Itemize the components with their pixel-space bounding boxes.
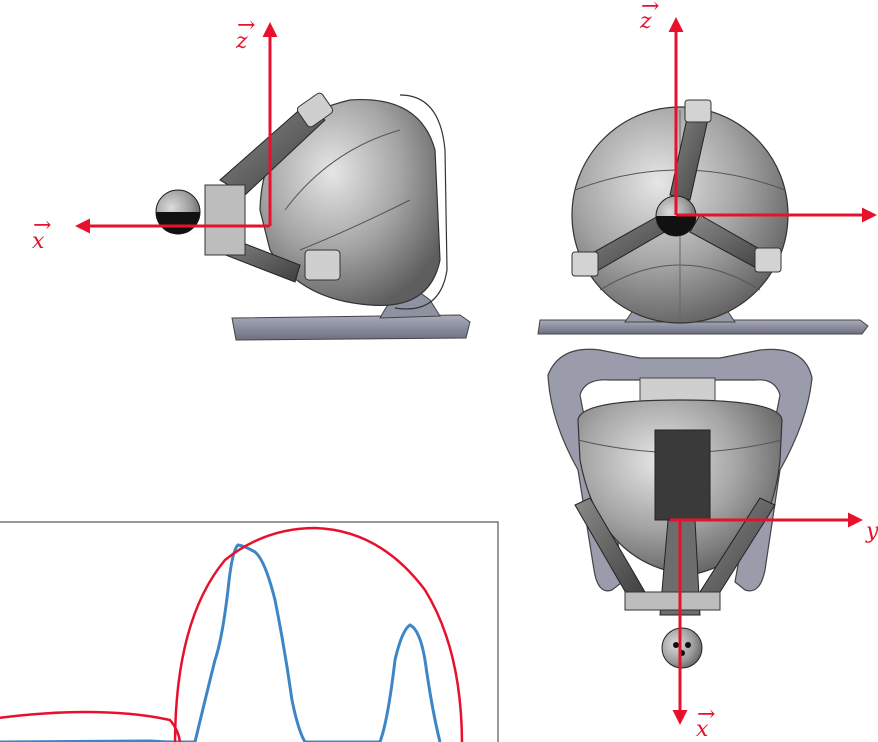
side-view-axes: x → z → bbox=[32, 13, 278, 254]
top-handle-ball bbox=[661, 627, 703, 669]
svg-text:z: z bbox=[639, 9, 652, 34]
top-x-label: x → bbox=[696, 702, 715, 742]
svg-text:x: x bbox=[32, 229, 45, 254]
top-view-device bbox=[547, 348, 813, 669]
plot-inset bbox=[0, 521, 499, 742]
front-z-label: z → bbox=[639, 0, 659, 34]
side-end-effector bbox=[204, 184, 246, 256]
front-view-device bbox=[537, 99, 869, 335]
front-base-plate bbox=[537, 319, 869, 335]
side-x-label: x → bbox=[32, 213, 51, 254]
top-y-label: y bbox=[865, 519, 878, 544]
svg-text:→: → bbox=[237, 13, 255, 38]
svg-text:z: z bbox=[235, 29, 248, 54]
svg-text:→: → bbox=[33, 213, 51, 238]
svg-text:x: x bbox=[696, 717, 709, 742]
side-base-plate bbox=[231, 314, 471, 341]
front-view-axes: z → bbox=[639, 0, 877, 223]
plot-ellipse-left bbox=[0, 710, 182, 742]
plot-curve bbox=[0, 543, 442, 742]
svg-text:y: y bbox=[865, 519, 878, 544]
svg-text:→: → bbox=[697, 702, 715, 727]
side-z-label: z → bbox=[235, 13, 255, 54]
plot-frame bbox=[0, 521, 499, 742]
top-view-axes: y x → bbox=[670, 512, 878, 742]
svg-text:→: → bbox=[641, 0, 659, 19]
side-view-device bbox=[155, 92, 471, 341]
plot-ellipse-right bbox=[173, 526, 464, 742]
